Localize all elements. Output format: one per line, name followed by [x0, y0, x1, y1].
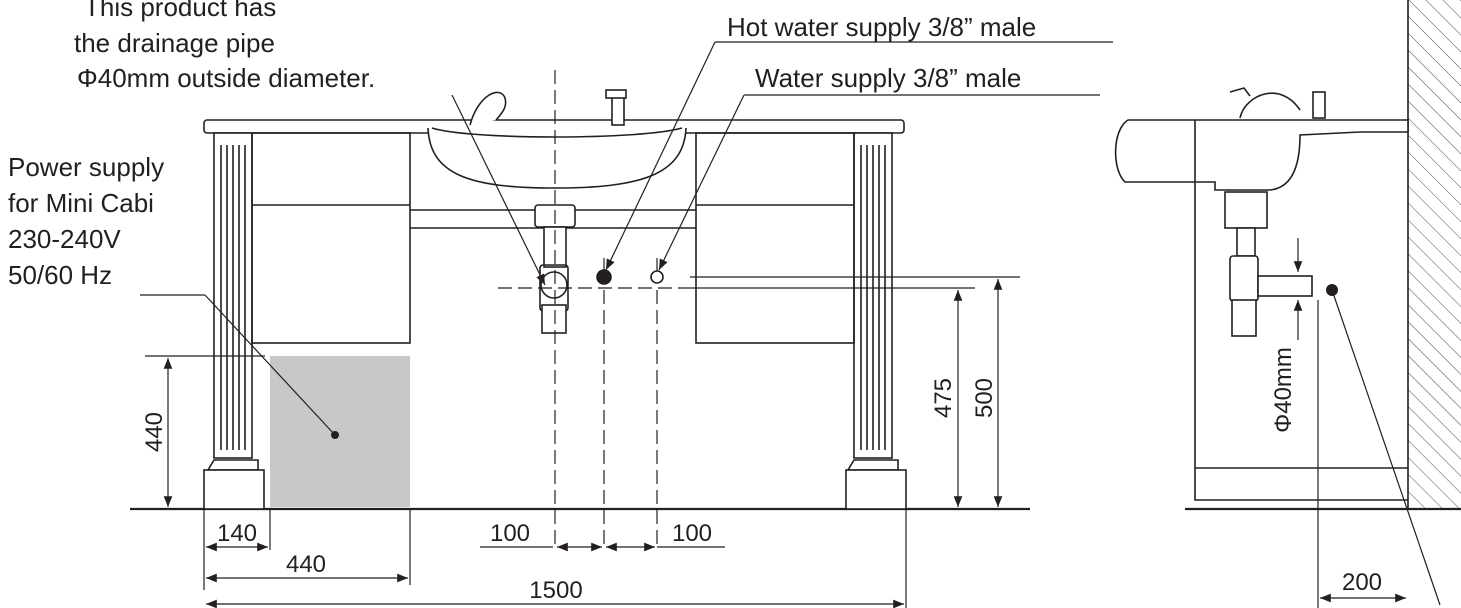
side-cabinet	[1194, 182, 1408, 501]
right-drawer	[695, 132, 855, 344]
drainage-note: This product has the drainage pipe Φ40mm…	[74, 0, 375, 93]
dim-box-height: 440	[141, 412, 168, 452]
dim-pipe-diameter: Φ40mm	[1270, 347, 1297, 433]
wall	[1408, 0, 1461, 510]
svg-text:50/60 Hz: 50/60 Hz	[8, 260, 112, 290]
right-column	[845, 132, 907, 510]
svg-text:Φ40mm outside diameter.: Φ40mm outside diameter.	[77, 63, 375, 93]
power-supply-box	[270, 356, 410, 507]
svg-text:230-240V: 230-240V	[8, 224, 121, 254]
dim-pipe-right: 100	[672, 520, 712, 547]
svg-text:Power supply: Power supply	[8, 152, 164, 182]
svg-text:for Mini Cabi: for Mini Cabi	[8, 188, 154, 218]
dim-drain-height: 500	[971, 378, 998, 418]
side-view	[1114, 0, 1461, 608]
sink-bowl	[427, 127, 687, 189]
side-drain-trap	[1224, 191, 1313, 337]
dim-offset-left: 140	[217, 520, 257, 547]
dim-box-width: 440	[286, 551, 326, 578]
svg-text:This product has: This product has	[84, 0, 276, 22]
left-column	[203, 132, 265, 510]
hot-water-note: Hot water supply 3/8” male	[727, 12, 1036, 42]
drainage-leader	[451, 94, 546, 286]
hot-water-fitting	[596, 269, 612, 285]
power-note: Power supply for Mini Cabi 230-240V 50/6…	[8, 152, 164, 290]
front-view	[130, 41, 1113, 608]
faucet	[469, 89, 627, 126]
dim-wall-depth: 200	[1342, 569, 1382, 596]
left-drawer	[251, 132, 411, 344]
dim-pipe-left: 100	[490, 520, 530, 547]
dim-total-width: 1500	[529, 577, 582, 604]
dim-supply-height: 475	[930, 378, 957, 418]
svg-text:the drainage pipe: the drainage pipe	[74, 28, 275, 58]
water-fitting	[650, 270, 664, 284]
water-note: Water supply 3/8” male	[755, 63, 1021, 93]
side-sink	[1114, 119, 1409, 191]
